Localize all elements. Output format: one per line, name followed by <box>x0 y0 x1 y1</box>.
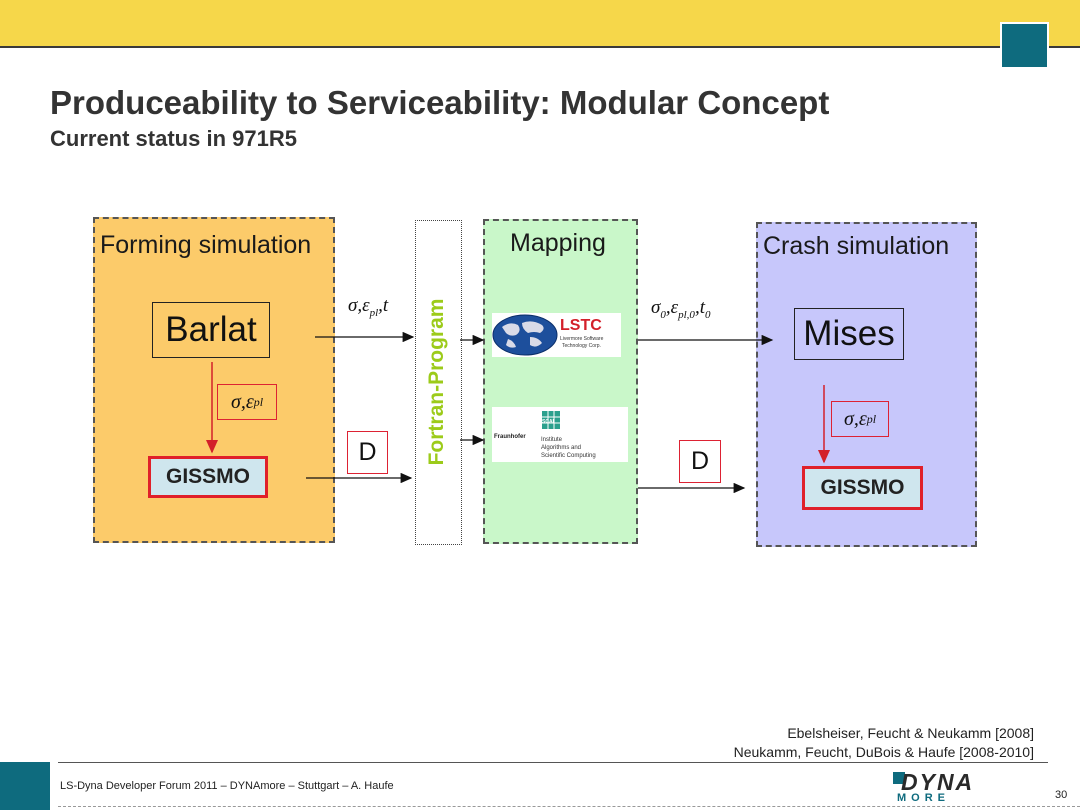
scai-label: SCAI <box>542 419 554 425</box>
lstc-logo: LSTC Livermore Software Technology Corp. <box>492 313 621 357</box>
top-bar <box>0 0 1080 48</box>
crash-input-variables: σ0,εpl,0,t0 <box>651 297 711 321</box>
fraunhofer-logo: SCAI Fraunhofer Institute Algorithms and… <box>492 407 628 462</box>
reference-2: Neukamm, Feucht, DuBois & Haufe [2008-20… <box>733 744 1034 760</box>
forming-output-variables: σ,εpl,t <box>348 295 389 319</box>
forming-gissmo-box: GISSMO <box>148 456 268 498</box>
crash-gissmo-box: GISSMO <box>802 466 923 510</box>
page-subtitle: Current status in 971R5 <box>50 126 297 151</box>
page-number: 30 <box>1055 789 1068 801</box>
scai-cube-icon <box>542 411 560 429</box>
barlat-box: Barlat <box>152 302 270 358</box>
mises-box: Mises <box>794 308 904 360</box>
crash-simulation-title: Crash simulation <box>763 232 950 260</box>
fraunhofer-sub1: Institute <box>541 437 563 443</box>
lstc-sub1: Livermore Software <box>560 336 604 342</box>
fraunhofer-sub2: Algorithms and <box>541 445 582 451</box>
d-box-left: D <box>347 431 388 474</box>
page-title: Produceability to Serviceability: Modula… <box>50 84 830 121</box>
dynamore-logo-top: DYNA <box>901 769 975 795</box>
footer-square <box>0 762 50 810</box>
footer-text: LS-Dyna Developer Forum 2011 – DYNAmore … <box>60 780 394 792</box>
lstc-name: LSTC <box>560 317 602 334</box>
dynamore-logo-mark <box>893 772 905 784</box>
footer-divider <box>58 762 1048 763</box>
dynamore-logo-bottom: MORE <box>897 792 950 804</box>
mapping-title: Mapping <box>510 229 606 257</box>
corner-logo-square <box>1000 22 1049 69</box>
lstc-sub2: Technology Corp. <box>562 343 601 349</box>
forming-simulation-title: Forming simulation <box>100 231 312 259</box>
d-box-right: D <box>679 440 721 483</box>
fraunhofer-name: Fraunhofer <box>494 434 526 440</box>
mapping-panel <box>483 219 638 544</box>
references: Ebelsheiser, Feucht & Neukamm [2008] Neu… <box>734 724 1034 762</box>
fraunhofer-sub3: Scientific Computing <box>541 453 596 459</box>
globe-icon <box>492 314 558 356</box>
footer-dashed-line <box>58 806 1080 807</box>
reference-1: Ebelsheiser, Feucht & Neukamm [2008] <box>787 725 1034 741</box>
fortran-program-panel <box>415 220 462 545</box>
dynamore-logo: DYNA MORE <box>893 768 1033 806</box>
